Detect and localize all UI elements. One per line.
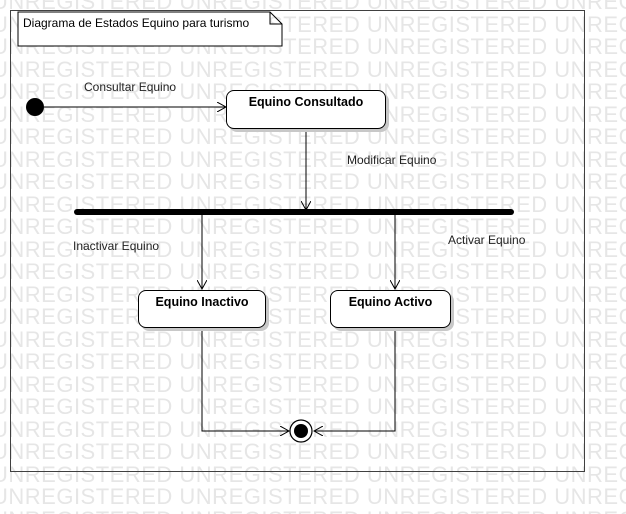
transition-activo-final-line	[314, 329, 396, 431]
transition-consultar-label: Consultar Equino	[84, 80, 177, 94]
transition-inactivar-label: Inactivar Equino	[73, 239, 160, 253]
transition-activar-label: Activar Equino	[448, 233, 526, 247]
note-text: Diagrama de Estados Equino para turismo	[23, 16, 250, 30]
note-shape	[17, 11, 283, 47]
state-equino-inactivo-label: Equino Inactivo	[155, 295, 249, 309]
state-equino-activo[interactable]: Equino Activo	[330, 290, 451, 328]
state-equino-consultado-label: Equino Consultado	[248, 95, 364, 109]
transition-inactivo-final-line	[201, 329, 289, 431]
state-equino-activo-label: Equino Activo	[348, 295, 433, 309]
state-equino-inactivo[interactable]: Equino Inactivo	[138, 290, 266, 328]
initial-state-node	[26, 98, 44, 116]
state-equino-consultado[interactable]: Equino Consultado	[226, 90, 386, 129]
final-state-node	[289, 419, 313, 443]
diagram-frame	[10, 10, 585, 472]
transition-modificar-label: Modificar Equino	[347, 153, 437, 167]
fork-bar	[74, 209, 514, 215]
